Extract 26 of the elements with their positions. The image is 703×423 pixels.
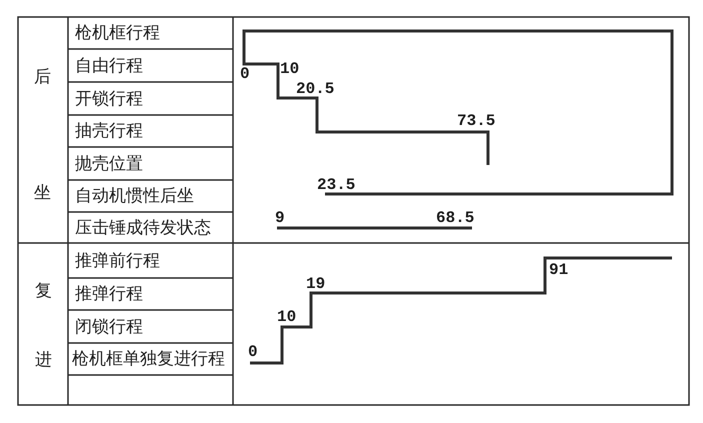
row-label: 开锁行程 bbox=[75, 88, 143, 108]
value-label: 68.5 bbox=[436, 210, 474, 226]
section-label: 进 bbox=[35, 351, 52, 369]
value-label: 9 bbox=[275, 210, 285, 226]
value-label: 0 bbox=[248, 344, 258, 360]
row-label: 枪机框单独复进行程 bbox=[72, 349, 225, 369]
row-label: 自动机惯性后坐 bbox=[75, 186, 194, 206]
row-label: 枪机框行程 bbox=[75, 23, 160, 43]
row-label: 抽壳行程 bbox=[75, 121, 143, 141]
section-label: 坐 bbox=[34, 184, 51, 202]
value-label: 23.5 bbox=[317, 176, 356, 194]
section-label: 复 bbox=[35, 282, 52, 300]
value-label: 10 bbox=[280, 60, 300, 78]
value-label: 0 bbox=[240, 66, 250, 82]
section-label: 后 bbox=[34, 68, 51, 86]
row-label: 自由行程 bbox=[75, 56, 143, 76]
value-label: 19 bbox=[306, 276, 326, 292]
value-label: 20.5 bbox=[296, 80, 334, 98]
row-label: 闭锁行程 bbox=[75, 316, 143, 336]
value-label: 91 bbox=[549, 262, 568, 278]
row-label: 推弹前行程 bbox=[75, 250, 160, 270]
row-label: 压击锤成待发状态 bbox=[75, 218, 211, 238]
value-label: 10 bbox=[277, 308, 296, 326]
row-label: 抛壳位置 bbox=[75, 154, 143, 174]
value-label: 73.5 bbox=[457, 112, 496, 130]
row-label: 推弹行程 bbox=[75, 284, 143, 304]
